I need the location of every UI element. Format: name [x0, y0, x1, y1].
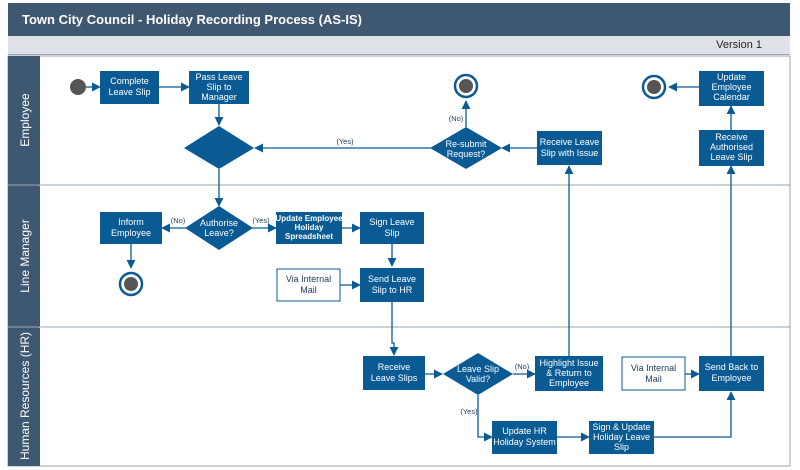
decision-authorise-leave: Authorise Leave?: [185, 206, 253, 250]
decision-diamond: [184, 126, 254, 169]
svg-text:& Return to: & Return to: [546, 368, 592, 378]
lane-label-line-manager: Line Manager: [18, 219, 32, 292]
svg-text:Slip to HR: Slip to HR: [372, 285, 413, 295]
svg-text:Calendar: Calendar: [713, 92, 750, 102]
svg-text:Slip to: Slip to: [206, 82, 231, 92]
node-via-internal-mail: Via Internal Mail: [276, 268, 341, 302]
svg-text:Valid?: Valid?: [466, 374, 490, 384]
svg-text:Leave?: Leave?: [204, 228, 234, 238]
node-update-employee-calendar: Update Employee Calendar: [699, 71, 764, 106]
svg-text:Pass Leave: Pass Leave: [195, 72, 242, 82]
end-event: [453, 73, 479, 99]
node-sign-leave-slip: Sign Leave Slip: [360, 212, 424, 244]
start-event: [70, 79, 86, 95]
lane-header-line-manager: [8, 185, 40, 327]
svg-text:Holiday System: Holiday System: [493, 437, 556, 447]
svg-text:Employee: Employee: [549, 378, 589, 388]
svg-text:Leave Slip: Leave Slip: [710, 152, 752, 162]
node-sign-update-slip: Sign & Update Holiday Leave Slip: [589, 421, 654, 454]
node-receive-leave-slips: Receive Leave Slips: [363, 356, 425, 390]
edge-label-yes: (Yes): [336, 137, 354, 146]
svg-text:Sign & Update: Sign & Update: [592, 422, 650, 432]
node-via-internal-mail: Via Internal Mail: [621, 356, 686, 391]
node-send-back-employee: Send Back to Employee: [699, 356, 764, 391]
svg-text:Complete: Complete: [110, 76, 149, 86]
svg-text:Update Employee: Update Employee: [275, 214, 343, 223]
svg-text:Leave Slips: Leave Slips: [371, 373, 418, 383]
node-pass-leave-slip: Pass Leave Slip to Manager: [189, 71, 249, 104]
lane-header-employee: [8, 56, 40, 185]
svg-text:Leave Slip: Leave Slip: [457, 364, 499, 374]
edge-label-no: (No): [515, 362, 530, 371]
svg-text:Receive Leave: Receive Leave: [540, 137, 600, 147]
edge: [654, 391, 736, 438]
node-highlight-issue: Highlight Issue & Return to Employee: [535, 356, 603, 391]
svg-text:Receive: Receive: [715, 132, 748, 142]
svg-text:Sign Leave: Sign Leave: [369, 217, 414, 227]
diagram-title: Town City Council - Holiday Recording Pr…: [8, 3, 790, 36]
svg-text:Spreadsheet: Spreadsheet: [285, 232, 333, 241]
connectors: [86, 82, 736, 442]
svg-text:Mail: Mail: [300, 285, 317, 295]
end-event: [118, 271, 144, 297]
edge: [389, 302, 399, 356]
svg-text:Via Internal: Via Internal: [286, 274, 331, 284]
svg-text:Mail: Mail: [645, 374, 662, 384]
svg-text:Update: Update: [717, 72, 746, 82]
svg-text:Update HR: Update HR: [502, 426, 547, 436]
node-update-employee-spreadsheet: Update Employee Holiday Spreadsheet: [275, 212, 343, 244]
node-receive-authorised-slip: Receive Authorised Leave Slip: [699, 130, 764, 166]
decision-resubmit-request: Re-submit Request?: [430, 127, 502, 169]
svg-text:Send Back to: Send Back to: [705, 362, 759, 372]
svg-text:Slip: Slip: [384, 228, 399, 238]
svg-text:Slip with Issue: Slip with Issue: [541, 148, 599, 158]
svg-text:Via Internal: Via Internal: [631, 363, 676, 373]
svg-text:Receive: Receive: [378, 362, 411, 372]
version-label: Version 1: [8, 36, 790, 55]
svg-text:Inform: Inform: [118, 217, 144, 227]
svg-text:Request?: Request?: [447, 149, 486, 159]
svg-text:Re-submit: Re-submit: [445, 139, 487, 149]
decision-leave-slip-valid: Leave Slip Valid?: [443, 353, 513, 395]
lane-header-hr: [8, 327, 40, 466]
svg-text:Slip: Slip: [614, 442, 629, 452]
lane-label-employee: Employee: [18, 93, 32, 147]
node-receive-leave-slip-issue: Receive Leave Slip with Issue: [537, 131, 602, 165]
end-event: [641, 74, 667, 100]
node-send-leave-slip-hr: Send Leave Slip to HR: [360, 268, 424, 302]
lanes-border: [7, 55, 791, 467]
edge-label-no: (No): [171, 216, 186, 225]
svg-text:Employee: Employee: [111, 228, 151, 238]
svg-text:Employee: Employee: [711, 373, 751, 383]
node-update-hr-system: Update HR Holiday System: [492, 421, 557, 454]
edge: [477, 395, 493, 442]
edge-label-yes: (Yes): [252, 216, 270, 225]
svg-text:Holiday Leave: Holiday Leave: [593, 432, 650, 442]
edge-label-no: (No): [449, 114, 464, 123]
node-inform-employee: Inform Employee: [100, 212, 162, 244]
node-complete-leave-slip: Complete Leave Slip: [100, 71, 159, 104]
svg-text:Authorised: Authorised: [710, 142, 753, 152]
edge-label-yes: (Yes): [460, 407, 478, 416]
svg-text:Manager: Manager: [201, 92, 237, 102]
svg-text:Holiday: Holiday: [295, 223, 324, 232]
svg-text:Authorise: Authorise: [200, 218, 238, 228]
svg-text:Leave Slip: Leave Slip: [108, 87, 150, 97]
svg-text:Employee: Employee: [711, 82, 751, 92]
svg-text:Send Leave: Send Leave: [368, 274, 416, 284]
svg-text:Highlight Issue: Highlight Issue: [539, 358, 598, 368]
lane-label-hr: Human Resources (HR): [18, 332, 32, 460]
